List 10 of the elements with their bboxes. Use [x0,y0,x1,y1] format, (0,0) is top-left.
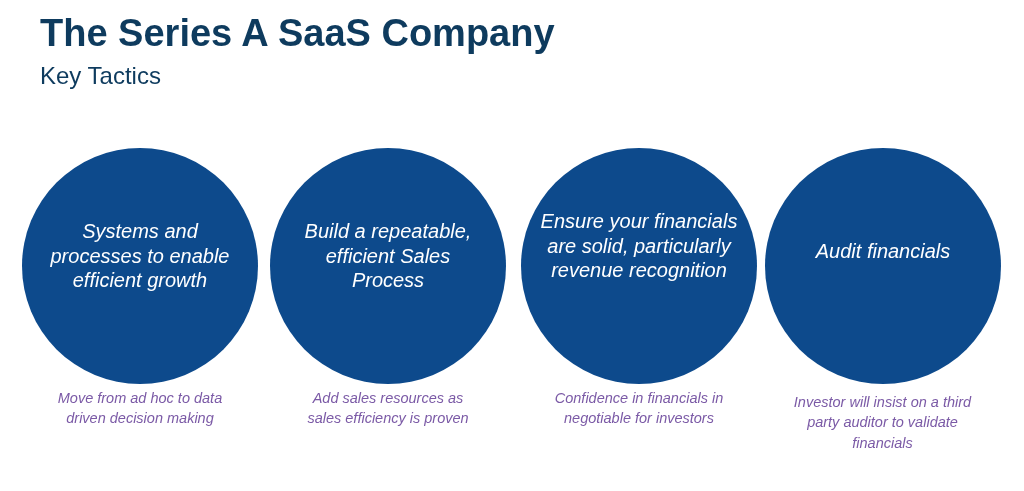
tactic-note: Add sales resources as sales efficiency is proven [306,389,470,429]
tactic-note: Move from ad hoc to data driven decision making [56,389,224,429]
tactic-text: Build a repeatable, efficient Sales Process [303,219,473,293]
tactic-note: Investor will insist on a third party auditor to validate financials [792,393,973,453]
title: The Series A SaaS Company [40,12,555,55]
tactic-text: Systems and processes to enable efficient growth [49,219,231,293]
subtitle: Key Tactics [40,62,161,90]
tactic-note: Confidence in financials in negotiable for investors [553,389,725,429]
tactic-text: Audit financials [814,238,952,264]
tactic-text: Ensure your financials are solid, particularly revenue recognition [539,209,739,283]
